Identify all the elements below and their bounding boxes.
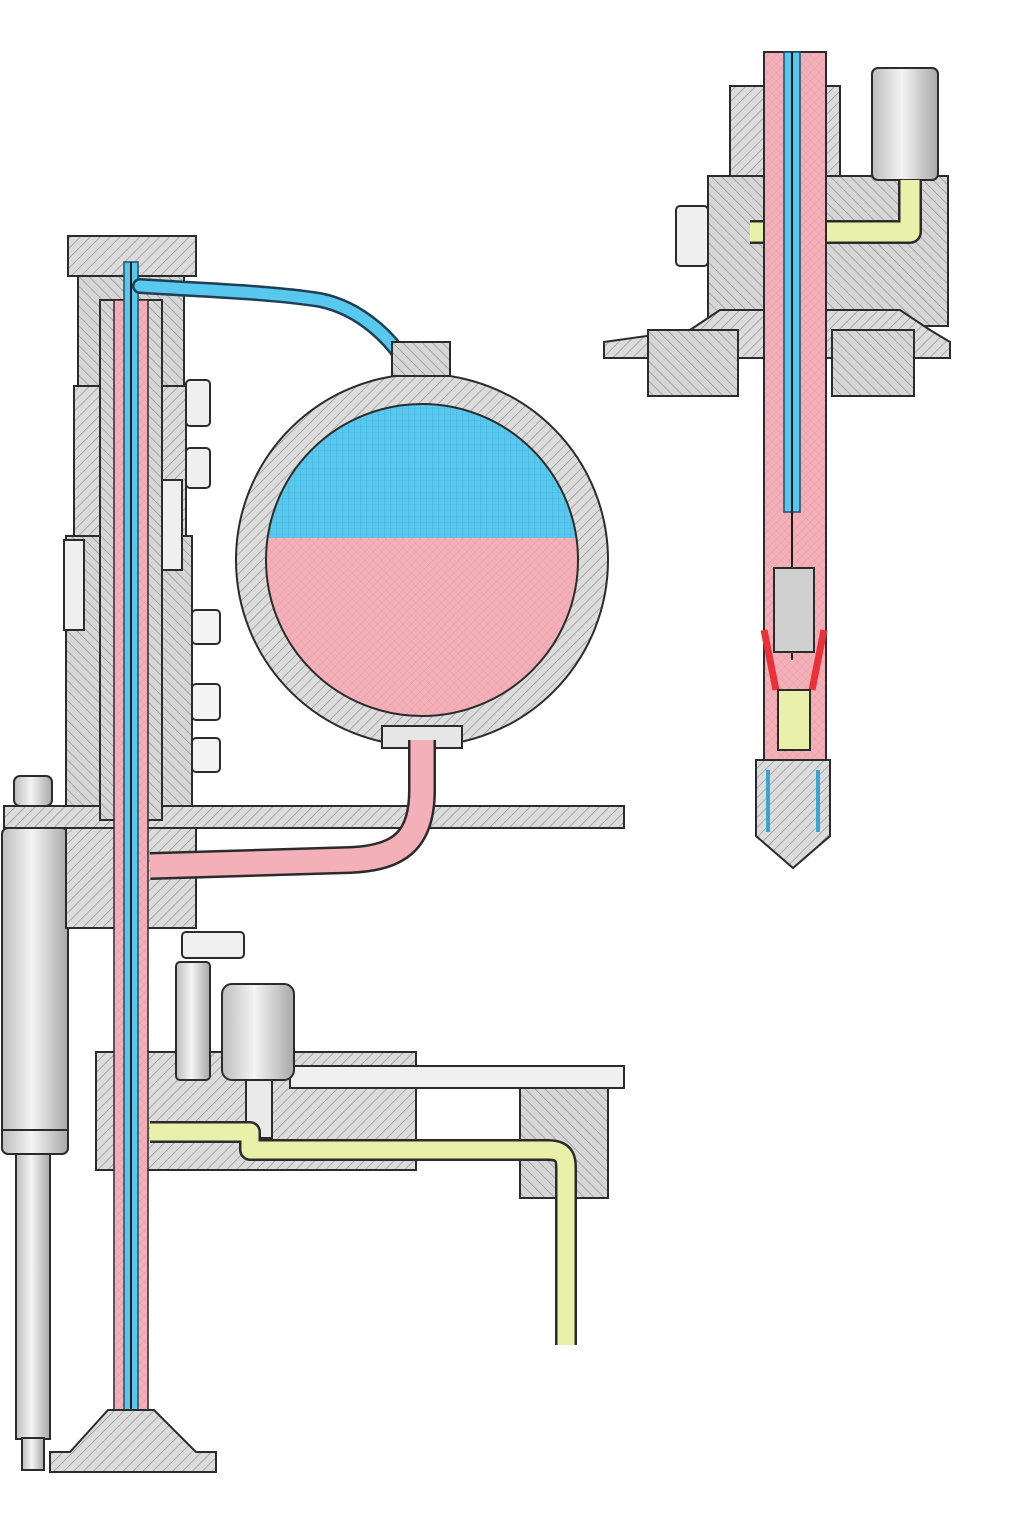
pneumatic-cylinder bbox=[1, 775, 69, 1471]
seal-ring bbox=[760, 629, 828, 691]
central-fill-tube bbox=[99, 261, 163, 1461]
product-tank bbox=[235, 341, 609, 749]
solenoid-valve bbox=[175, 931, 295, 1139]
mounting-plate bbox=[3, 805, 625, 829]
detail-section bbox=[603, 51, 951, 870]
main-assembly bbox=[1, 235, 625, 1473]
centering-bell bbox=[49, 1409, 217, 1473]
